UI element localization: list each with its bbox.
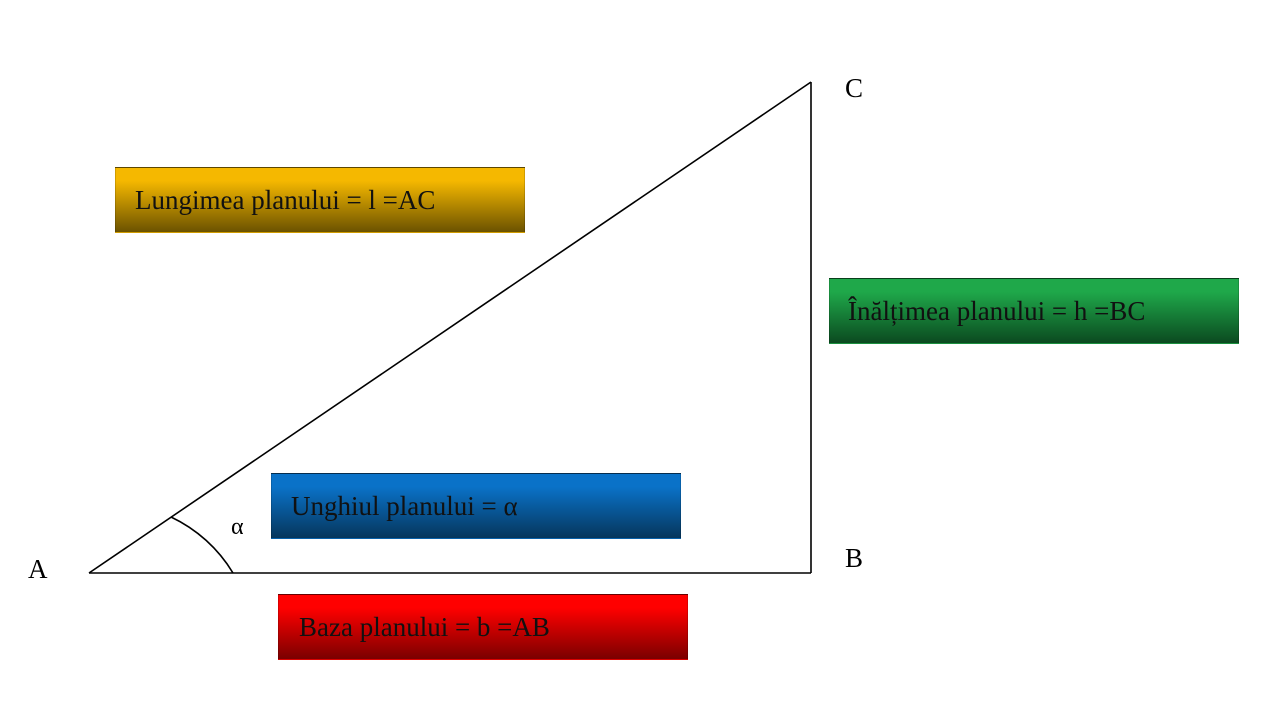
height-label-box: Înălțimea planului = h =BC bbox=[829, 278, 1239, 344]
length-label-text: Lungimea planului = l =AC bbox=[135, 184, 436, 215]
angle-arc bbox=[170, 516, 234, 574]
vertex-label-a: A bbox=[28, 554, 48, 584]
angle-label-box: Unghiul planului = α bbox=[271, 473, 681, 539]
length-label-box: Lungimea planului = l =AC bbox=[115, 167, 525, 233]
hypotenuse-ac bbox=[88, 81, 812, 574]
angle-label-text: Unghiul planului = α bbox=[291, 490, 518, 521]
base-label-box: Baza planului = b =AB bbox=[278, 594, 688, 660]
vertex-label-b: B bbox=[845, 543, 864, 573]
height-label-text: Înălțimea planului = h =BC bbox=[848, 295, 1146, 326]
vertex-label-c: C bbox=[845, 73, 864, 103]
angle-symbol: α bbox=[231, 514, 244, 540]
base-label-text: Baza planului = b =AB bbox=[299, 611, 550, 642]
